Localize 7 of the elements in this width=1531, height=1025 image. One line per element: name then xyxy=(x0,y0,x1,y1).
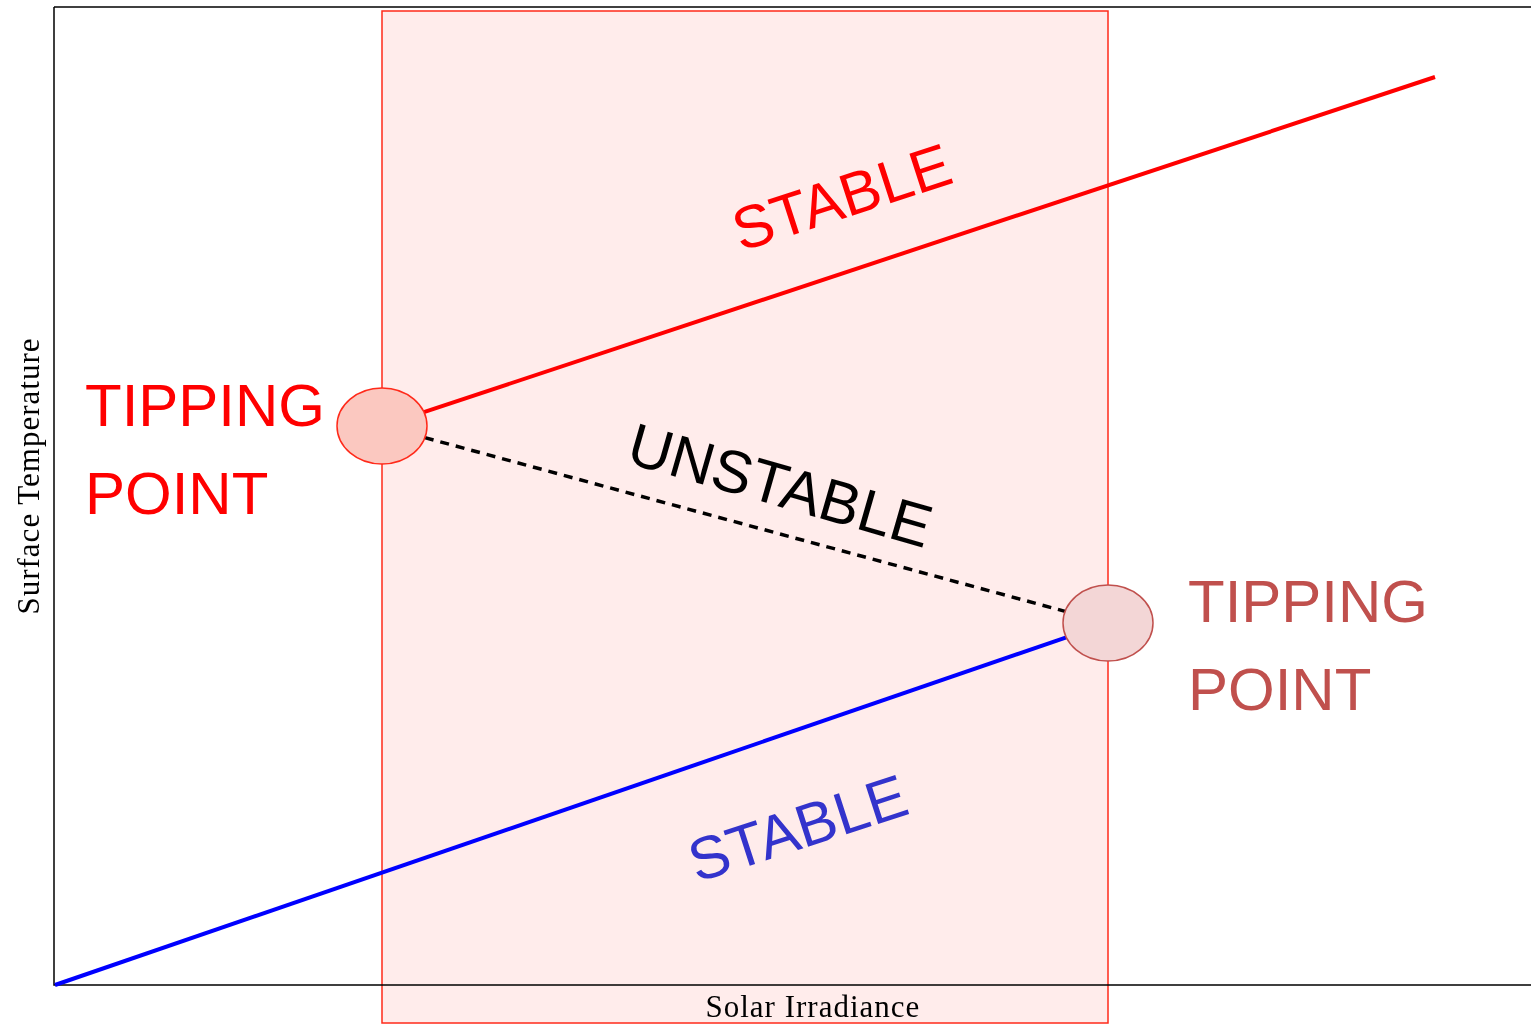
tipping-point-label: TIPPING POINT xyxy=(1188,567,1430,725)
tipping-point-label: TIPPING POINT xyxy=(85,371,327,529)
stable-branch-line xyxy=(423,75,1436,414)
axis-label: Solar Irradiance xyxy=(705,989,921,1025)
axis-label: Surface Temperature xyxy=(10,337,46,615)
unstable-branch-line xyxy=(424,435,1066,614)
stable-branch-line xyxy=(54,635,1067,987)
